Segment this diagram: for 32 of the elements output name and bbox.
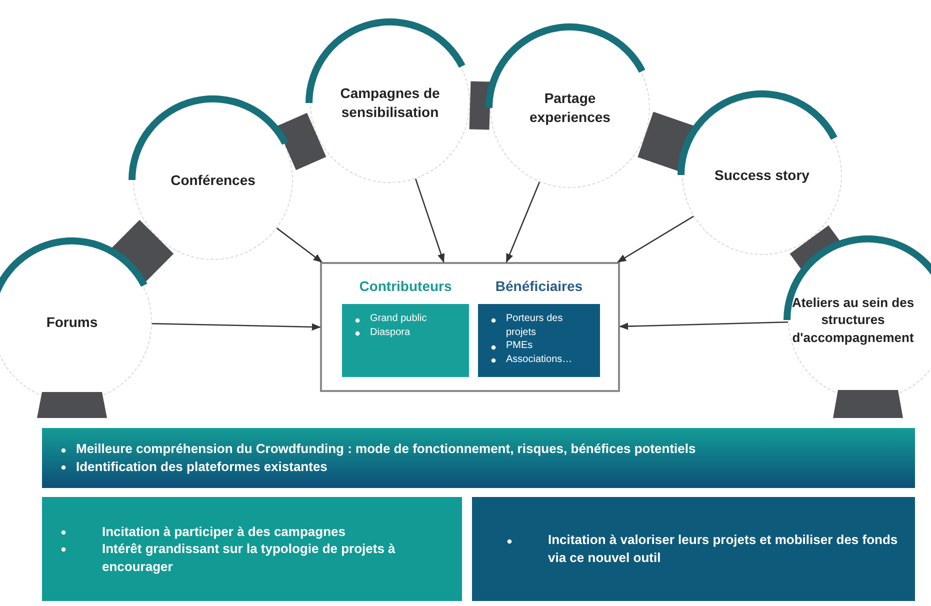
audience-heading: Contributeurs — [358, 278, 453, 294]
bullet-item: Associations… — [486, 352, 594, 366]
topic-label: Success story — [714, 166, 810, 184]
topic-label: Campagnes de sensibilisation — [339, 84, 441, 122]
connector-band — [469, 81, 491, 130]
arrow — [619, 321, 788, 330]
outcome-panel — [472, 497, 915, 601]
topic-label: Forums — [45, 312, 99, 332]
connector-band — [111, 220, 174, 282]
bullet-item: Grand public — [350, 312, 463, 326]
connector-band — [276, 112, 326, 170]
arrow — [152, 322, 321, 331]
outcome-band — [42, 428, 915, 488]
connector-band — [790, 225, 840, 270]
arrow — [506, 182, 540, 263]
arrow — [617, 216, 694, 263]
target-frame — [320, 262, 620, 392]
audience-heading: Bénéficiaires — [494, 278, 584, 294]
bullet-item: Incitation à participer à des campagnes — [56, 522, 448, 540]
outcome-panel — [42, 497, 462, 601]
topic-label: Partage experiences — [528, 89, 612, 127]
bullet-item: Diaspora — [350, 326, 463, 339]
bullet-item: Meilleure compréhension du Crowdfunding : mode de fonctionnement, risques, bénéfices potentiels — [56, 440, 901, 458]
bullet-item: Incitation à valoriser leurs projets et mobiliser des fonds via ce nouvel outil — [502, 531, 901, 567]
bullet-item: PMEs — [486, 339, 594, 352]
topic-label: Ateliers au sein des structures d'accompagnement — [791, 294, 915, 346]
bullet-item: Porteurs des projets — [486, 312, 594, 339]
arrow — [414, 178, 445, 263]
bullet-item: Identification des plateformes existantes — [56, 458, 901, 476]
topic-label: Conférences — [170, 170, 256, 190]
arrow — [276, 228, 322, 263]
bullet-item: Intérêt grandissant sur la typologie de projets à encourager — [56, 540, 448, 576]
